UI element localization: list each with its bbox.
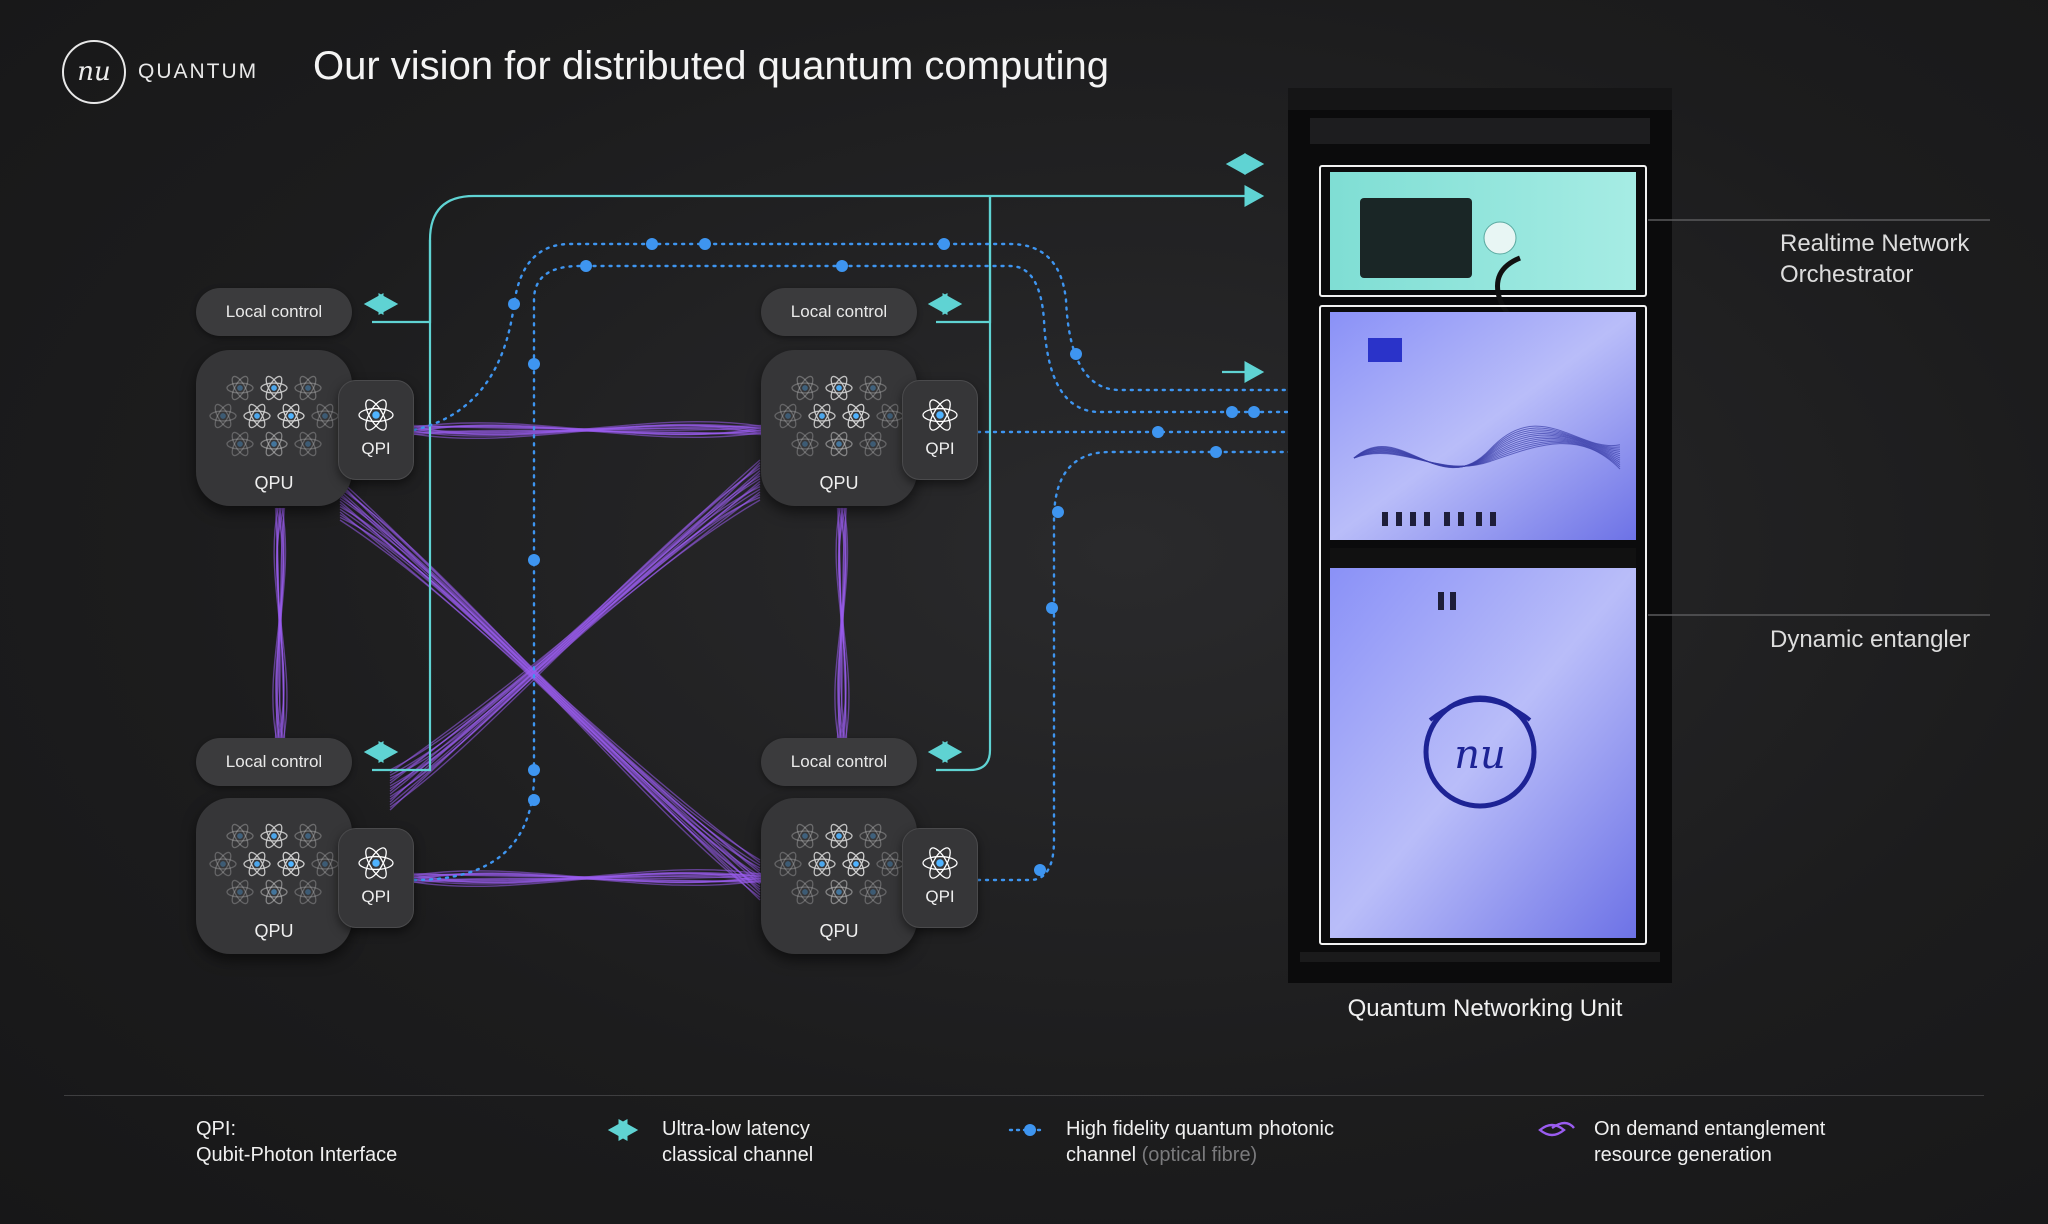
logo-wordmark: QUANTUM	[138, 60, 259, 83]
local-control-node-1: Local control	[196, 288, 352, 336]
nu-quantum-logo: nu QUANTUM	[62, 40, 258, 104]
qpu-label: QPU	[254, 921, 294, 941]
photonic-dots	[508, 238, 1260, 876]
qpu-label: QPU	[254, 473, 294, 493]
legend-qpi-line1: QPI:	[196, 1118, 237, 1140]
qpi-label: QPI	[361, 439, 391, 458]
legend-photonic-note: (optical fibre)	[1141, 1144, 1258, 1166]
classical-channels	[372, 153, 1265, 772]
qpu-node-1: QPU	[196, 350, 352, 506]
qubit-array-icon	[209, 375, 339, 457]
local-control-node-4: Local control	[761, 738, 917, 786]
legend-entanglement-line1: On demand entanglement	[1594, 1118, 1826, 1140]
qubit-array-icon	[774, 823, 904, 905]
qpi-node-4: QPI	[902, 828, 978, 928]
legend-entanglement: On demand entanglement resource generati…	[1594, 1116, 1825, 1168]
legend-classical-line1: Ultra-low latency	[662, 1118, 810, 1140]
classical-arrows	[363, 293, 963, 763]
qpi-label: QPI	[925, 439, 955, 458]
qpu-node-4: QPU	[761, 798, 917, 954]
legend-entanglement-line2: resource generation	[1594, 1144, 1772, 1166]
qpu-label: QPU	[819, 473, 859, 493]
legend-photonic: High fidelity quantum photonic channel (…	[1066, 1116, 1334, 1168]
legend-entanglement-icon	[1538, 1121, 1575, 1137]
entanglement-bundles	[272, 421, 850, 901]
legend-photonic-line1: High fidelity quantum photonic	[1066, 1118, 1334, 1140]
qubit-array-icon	[209, 823, 339, 905]
qpi-node-3: QPI	[338, 828, 414, 928]
qpi-node-2: QPI	[902, 380, 978, 480]
legend-photonic-icon	[1008, 1124, 1042, 1136]
atom-icon	[358, 847, 394, 879]
legend-qpi-line2: Qubit-Photon Interface	[196, 1144, 398, 1166]
orchestrator-label-line1: Realtime Network	[1780, 230, 1970, 257]
logo-mark: nu	[62, 40, 126, 104]
local-control-node-3: Local control	[196, 738, 352, 786]
atom-icon	[922, 847, 958, 879]
local-control-node-2: Local control	[761, 288, 917, 336]
entangler-label: Dynamic entangler	[1770, 626, 1971, 653]
qpi-label: QPI	[925, 887, 955, 906]
atom-icon	[358, 399, 394, 431]
qpi-label: QPI	[361, 887, 391, 906]
orchestrator-label: Realtime Network Orchestrator	[1780, 228, 1969, 290]
rack-badge-logo: nu	[1454, 732, 1506, 778]
legend-divider	[64, 1095, 1984, 1096]
page-title: Our vision for distributed quantum compu…	[313, 44, 1109, 88]
legend-classical-line2: classical channel	[662, 1144, 814, 1166]
qpi-node-1: QPI	[338, 380, 414, 480]
qpu-node-3: QPU	[196, 798, 352, 954]
legend-classical: Ultra-low latency classical channel	[662, 1116, 813, 1168]
qubit-array-icon	[774, 375, 904, 457]
qnu-caption: Quantum Networking Unit	[1347, 995, 1623, 1022]
legend-photonic-line2: channel	[1066, 1144, 1137, 1166]
qpu-node-2: QPU	[761, 350, 917, 506]
qpu-label: QPU	[819, 921, 859, 941]
orchestrator-label-line2: Orchestrator	[1780, 261, 1914, 288]
legend-qpi: QPI: Qubit-Photon Interface	[196, 1116, 397, 1168]
atom-icon	[922, 399, 958, 431]
quantum-networking-unit-rack: nu	[1288, 88, 1672, 983]
